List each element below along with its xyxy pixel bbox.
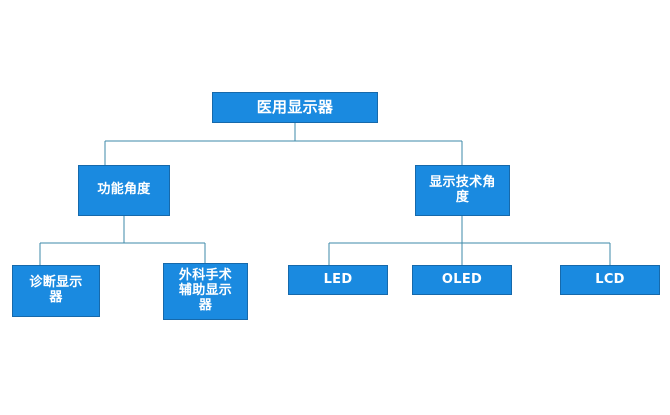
node-leaf-diagnostic-display[interactable]: 诊断显示 器: [12, 265, 100, 317]
node-leaf-lcd[interactable]: LCD: [560, 265, 660, 295]
node-leaf-surgical-assist-display[interactable]: 外科手术 辅助显示 器: [163, 263, 248, 320]
node-leaf-oled[interactable]: OLED: [412, 265, 512, 295]
node-root-medical-display[interactable]: 医用显示器: [212, 92, 378, 123]
node-branch-functional-perspective[interactable]: 功能角度: [78, 165, 170, 216]
node-branch-display-technology-perspective[interactable]: 显示技术角 度: [415, 165, 510, 216]
node-leaf-led[interactable]: LED: [288, 265, 388, 295]
